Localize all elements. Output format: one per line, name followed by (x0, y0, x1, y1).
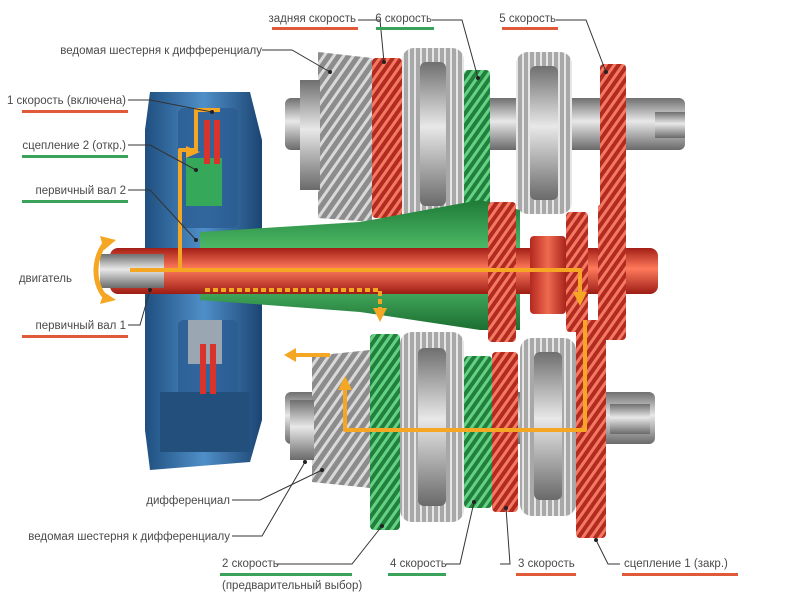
power-flow-arrowheads (186, 146, 587, 390)
underline-input-shaft-1 (22, 335, 128, 338)
label-clutch-1: сцепление 1 (закр.) (624, 558, 728, 570)
underline-gear-1-engaged (22, 110, 128, 113)
gear-4-synchro (400, 332, 464, 522)
label-gear-1-engaged: 1 скорость (включена) (7, 95, 126, 107)
label-input-shaft-1: первичный вал 1 (36, 320, 126, 332)
gear-3-synchro (520, 338, 576, 516)
engine-rotation-arrow (93, 236, 116, 304)
label-reverse: задняя скорость (269, 13, 357, 25)
differential (290, 350, 370, 488)
label-gear-2-note: (предварительный выбор) (222, 580, 362, 592)
underline-input-shaft-2 (22, 200, 128, 203)
label-gear-5: 5 скорость (499, 13, 556, 25)
label-input-shaft-2: первичный вал 2 (36, 185, 126, 197)
underline-gear-5 (502, 27, 558, 30)
clutch-2 (186, 120, 222, 206)
label-clutch-2: сцепление 2 (откр.) (22, 140, 126, 152)
label-gear-3: 3 скорость (518, 558, 575, 570)
underline-reverse (272, 27, 358, 30)
gear-5-synchro (516, 52, 572, 214)
gear-6 (464, 70, 490, 218)
clutch-1 (188, 320, 222, 394)
label-gear-2: 2 скорость (222, 558, 279, 570)
leader-lines (128, 19, 620, 565)
gear-6-synchro (402, 48, 464, 220)
underline-clutch-2 (22, 155, 128, 158)
underline-gear-6 (376, 27, 434, 30)
label-gear-4: 4 скорость (390, 558, 447, 570)
label-engine: двигатель (19, 273, 72, 285)
underline-gear-4 (388, 573, 446, 576)
underline-gear-3 (516, 573, 576, 576)
label-gear-6: 6 скорость (375, 13, 432, 25)
label-differential: дифференциал (146, 495, 230, 507)
label-driven-gear-bottom: ведомая шестерня к дифференциалу (28, 531, 230, 543)
underline-clutch-1 (622, 573, 738, 576)
leader-dots (148, 60, 608, 542)
gear-5 (600, 64, 626, 216)
driven-gear-top (300, 52, 372, 222)
label-driven-gear-top: ведомая шестерня к дифференциалу (60, 45, 262, 57)
reverse-gear (372, 58, 402, 218)
underline-gear-2 (220, 573, 352, 576)
